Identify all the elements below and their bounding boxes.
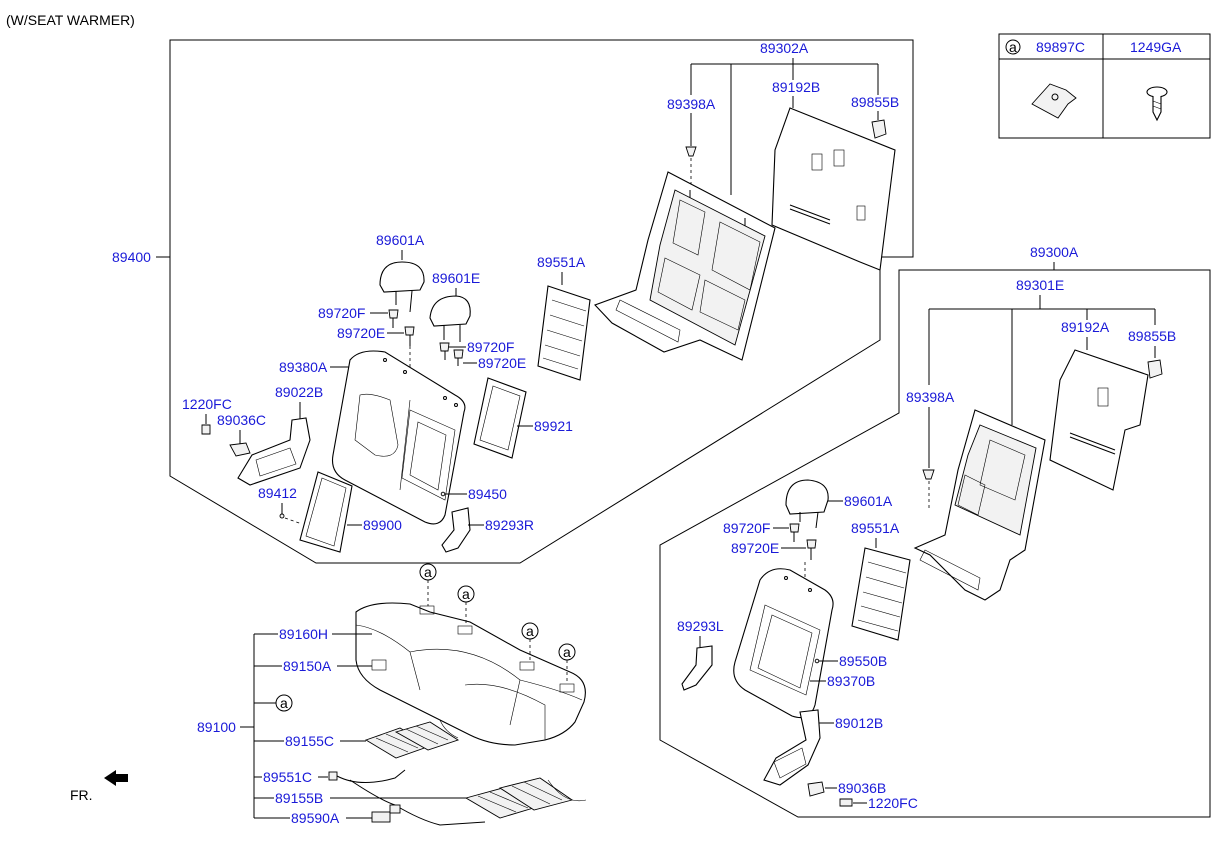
heater-mat-89551A-b: [851, 547, 911, 641]
nut-89398A-b: [922, 469, 935, 480]
callout-89192B: 89192B: [772, 79, 820, 95]
clip-89412: [279, 513, 285, 519]
clip-ref-4: a: [563, 644, 571, 660]
guide-89720F-a1: [388, 309, 399, 319]
guide-89720F-b: [789, 523, 800, 533]
callout-89412: 89412: [258, 485, 297, 501]
headrest-89601E: [429, 295, 471, 342]
callout-89551A-b: 89551A: [851, 520, 900, 536]
heater-mat-89551A-a: [537, 285, 591, 381]
legend-ref: a: [1009, 39, 1017, 55]
group-a-outline: [169, 39, 914, 564]
seat-cushion-89160H: [355, 602, 586, 746]
seatback-cover-89192A: [1049, 349, 1149, 491]
armrest-cover-89921: [473, 377, 527, 459]
callout-89293R: 89293R: [485, 517, 534, 533]
headrest-89601A-a: [379, 261, 425, 313]
guide-89720E-b: [806, 539, 817, 549]
callout-89380A: 89380A: [279, 359, 328, 375]
clip-89855B-a: [871, 119, 887, 139]
variant-title: (W/SEAT WARMER): [6, 12, 135, 28]
cover-89293L: [681, 645, 713, 691]
callout-89551C: 89551C: [263, 769, 312, 785]
callout-ref-a: a: [280, 695, 288, 711]
callout-89551A-a: 89551A: [537, 254, 586, 270]
callout-89155B: 89155B: [275, 790, 323, 806]
callout-89720E-a2: 89720E: [478, 355, 526, 371]
screw-icon: [1146, 86, 1168, 122]
callout-89550B: 89550B: [839, 653, 887, 669]
callout-89160H: 89160H: [279, 626, 328, 642]
armrest-89900: [299, 471, 353, 553]
headrest-89601A-b: [785, 479, 829, 529]
callout-89293L: 89293L: [677, 618, 724, 634]
callout-89155C: 89155C: [285, 733, 334, 749]
heater-mat-89155C: [364, 719, 460, 759]
front-direction-indicator: FR.: [70, 770, 128, 803]
front-arrow-icon: [104, 770, 128, 786]
legend-part-screw: 1249GA: [1130, 39, 1182, 55]
callout-89601A-a: 89601A: [376, 232, 425, 248]
callout-89398A-a: 89398A: [667, 96, 716, 112]
seatback-cushion-89380A: [331, 350, 466, 525]
callout-89012B: 89012B: [835, 715, 883, 731]
callout-89720E-a1: 89720E: [337, 325, 385, 341]
callout-89036C: 89036C: [217, 412, 266, 428]
clip-89036B: [807, 781, 825, 797]
callout-89720F-a1: 89720F: [318, 305, 365, 321]
clip-ref-2: a: [462, 586, 470, 602]
bracket-89012B: [763, 709, 821, 786]
wire-harness-89551C: [328, 769, 486, 826]
seatback-cushion-89370B: [733, 568, 834, 719]
legend-part-clip: 89897C: [1036, 39, 1085, 55]
heater-mat-89155B: [464, 777, 587, 819]
seat-back-frame-a: [594, 171, 776, 361]
callout-89192A: 89192A: [1061, 319, 1110, 335]
callout-89720F-b: 89720F: [723, 520, 770, 536]
clip-icon: [1031, 83, 1077, 119]
guide-89720E-a1: [404, 326, 415, 336]
connector-89590A: [371, 811, 391, 823]
clip-ref-3: a: [526, 623, 534, 639]
callout-89100: 89100: [197, 719, 236, 735]
legend-table: a 89897C 1249GA: [998, 33, 1211, 139]
callout-89855B-b: 89855B: [1128, 328, 1176, 344]
callout-1220FC-b: 1220FC: [868, 795, 918, 811]
callout-89300A: 89300A: [1030, 244, 1079, 260]
callout-89398A-b: 89398A: [906, 389, 955, 405]
bolt-1220FC-b: [839, 798, 853, 807]
front-label: FR.: [70, 787, 93, 803]
callout-89400: 89400: [112, 249, 151, 265]
callout-89302A: 89302A: [760, 40, 809, 56]
callout-89720E-b: 89720E: [731, 540, 779, 556]
callout-89036B: 89036B: [838, 780, 886, 796]
guide-89720E-a2: [453, 349, 464, 359]
cover-89293R: [441, 507, 471, 553]
callout-89022B: 89022B: [275, 384, 323, 400]
clip-refs: a a a a: [419, 563, 576, 684]
callout-89370B: 89370B: [827, 673, 875, 689]
bolt-1220FC-a: [201, 424, 211, 435]
callout-89590A: 89590A: [291, 810, 340, 826]
clip-ref-1: a: [424, 564, 432, 580]
group-b-outline: [659, 269, 1211, 818]
callout-89921: 89921: [534, 418, 573, 434]
guide-89720F-a2: [439, 342, 450, 352]
bracket-89022B: [237, 417, 311, 486]
callout-89855B-a: 89855B: [851, 94, 899, 110]
nut-89398A-a: [685, 146, 697, 157]
clip-89855B-b: [1147, 359, 1163, 379]
callout-89720F-a2: 89720F: [467, 339, 514, 355]
callout-89601A-b: 89601A: [844, 493, 893, 509]
callout-89450: 89450: [468, 486, 507, 502]
seatback-cover-89192B: [771, 107, 896, 271]
callout-89301E: 89301E: [1016, 277, 1064, 293]
callout-89900: 89900: [363, 517, 402, 533]
seat-back-frame-b: [913, 409, 1046, 601]
callout-1220FC-a: 1220FC: [182, 396, 232, 412]
callout-89601E: 89601E: [432, 270, 480, 286]
clip-89036C: [229, 442, 251, 457]
callout-89150A: 89150A: [283, 658, 332, 674]
